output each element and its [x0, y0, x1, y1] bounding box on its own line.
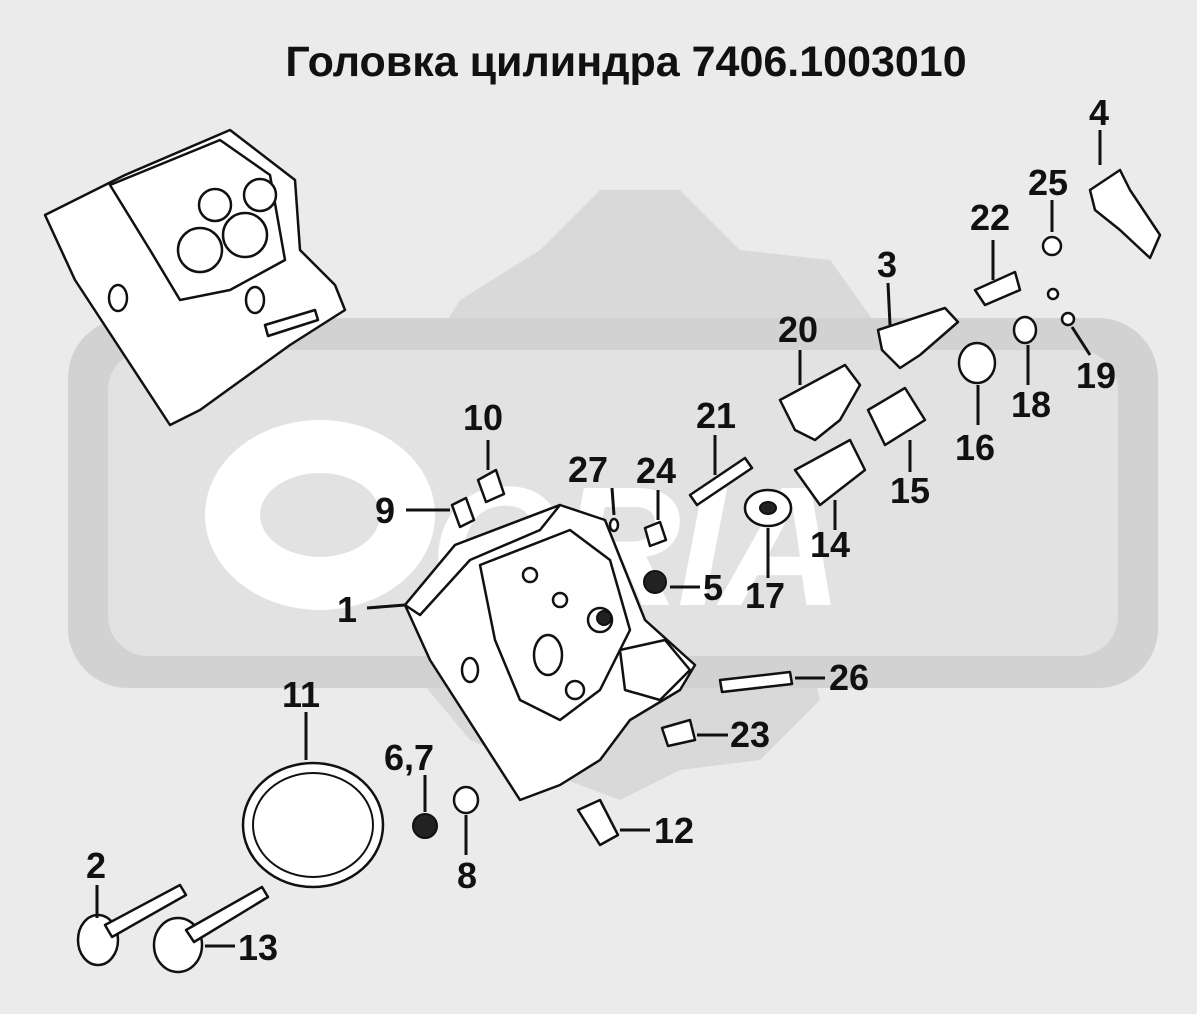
keeper-19	[1060, 311, 1076, 327]
label-11: 11	[282, 674, 320, 715]
bolt-hole-a	[564, 679, 586, 701]
rocker-arm-4	[1088, 168, 1162, 260]
label-26: 26	[829, 657, 869, 698]
label-25: 25	[1028, 162, 1068, 203]
label-27: 27	[568, 449, 608, 490]
nut-5	[643, 570, 667, 594]
pin-23	[660, 718, 697, 748]
label-12: 12	[654, 810, 694, 851]
stud-26	[718, 670, 794, 694]
label-8: 8	[457, 855, 477, 896]
gasket-ring-11-inner	[252, 772, 374, 878]
valve-13	[152, 885, 270, 974]
label-13: 13	[238, 927, 278, 968]
assembled-spring-d	[242, 177, 278, 213]
assembled-spring-c	[197, 187, 233, 223]
label-17: 17	[745, 575, 785, 616]
label-21: 21	[696, 395, 736, 436]
bolt-hole-c	[521, 566, 539, 584]
label-19: 19	[1076, 355, 1116, 396]
cylinder-head-deck	[403, 503, 562, 617]
plug-10	[476, 468, 506, 504]
assembled-spring-a	[176, 226, 224, 274]
label-18: 18	[1011, 384, 1051, 425]
label-3: 3	[877, 244, 897, 285]
side-port	[460, 656, 480, 684]
parts-group	[76, 168, 1162, 974]
assembled-head-top	[108, 138, 287, 302]
washer-17-hole	[759, 501, 777, 515]
retainer-16	[957, 341, 997, 385]
bolt-hole-b	[551, 591, 569, 609]
label-9: 9	[375, 490, 395, 531]
label-14: 14	[810, 524, 850, 565]
label-2: 2	[86, 845, 106, 886]
gasket-ring-11	[241, 761, 385, 889]
spring-15	[866, 386, 927, 447]
rocker-3	[876, 306, 960, 370]
plug-9	[450, 496, 476, 529]
label-5: 5	[703, 567, 723, 608]
nut-25	[1041, 235, 1063, 257]
label-1: 1	[337, 589, 357, 630]
valve-port-a	[532, 633, 564, 677]
valve-13-stem	[184, 885, 270, 944]
label-20: 20	[778, 309, 818, 350]
ring-18	[1012, 315, 1038, 345]
watermark-o-inner	[260, 473, 380, 557]
head-flange	[618, 638, 692, 702]
label-23: 23	[730, 714, 770, 755]
label-10: 10	[463, 397, 503, 438]
stud-21	[688, 456, 754, 507]
spring-24	[643, 520, 668, 548]
label-24: 24	[636, 450, 676, 491]
label-16: 16	[955, 427, 995, 468]
spring-14	[793, 438, 867, 507]
cylinder-head-face	[478, 528, 632, 722]
pin-27	[608, 517, 620, 533]
assembled-port-b	[244, 285, 266, 315]
label-4: 4	[1089, 92, 1109, 133]
page-title: Головка цилиндра 7406.1003010	[285, 38, 967, 86]
valve-2	[76, 883, 188, 967]
valve-2-stem	[103, 883, 188, 939]
label-6-7: 6,7	[384, 737, 434, 778]
keeper-19b	[1046, 287, 1060, 301]
valve-seat-6-7	[412, 813, 438, 839]
clamp-22	[973, 270, 1022, 307]
label-15: 15	[890, 470, 930, 511]
assembled-port-a	[107, 283, 129, 313]
injector-bore	[596, 610, 612, 626]
label-22: 22	[970, 197, 1010, 238]
guide-12	[576, 798, 620, 847]
seal-ring-8	[452, 785, 480, 815]
assembled-spring-b	[221, 211, 269, 259]
bracket-20	[778, 363, 862, 442]
leader-lines	[95, 130, 1102, 948]
assembled-head-drawing	[43, 128, 347, 427]
part-labels: 1 2 3 4 5 6,7 8 9 10 11 12 13 14 15 16 1…	[86, 92, 1116, 968]
cylinder-head-part	[403, 503, 697, 802]
assembled-stud	[263, 308, 320, 338]
